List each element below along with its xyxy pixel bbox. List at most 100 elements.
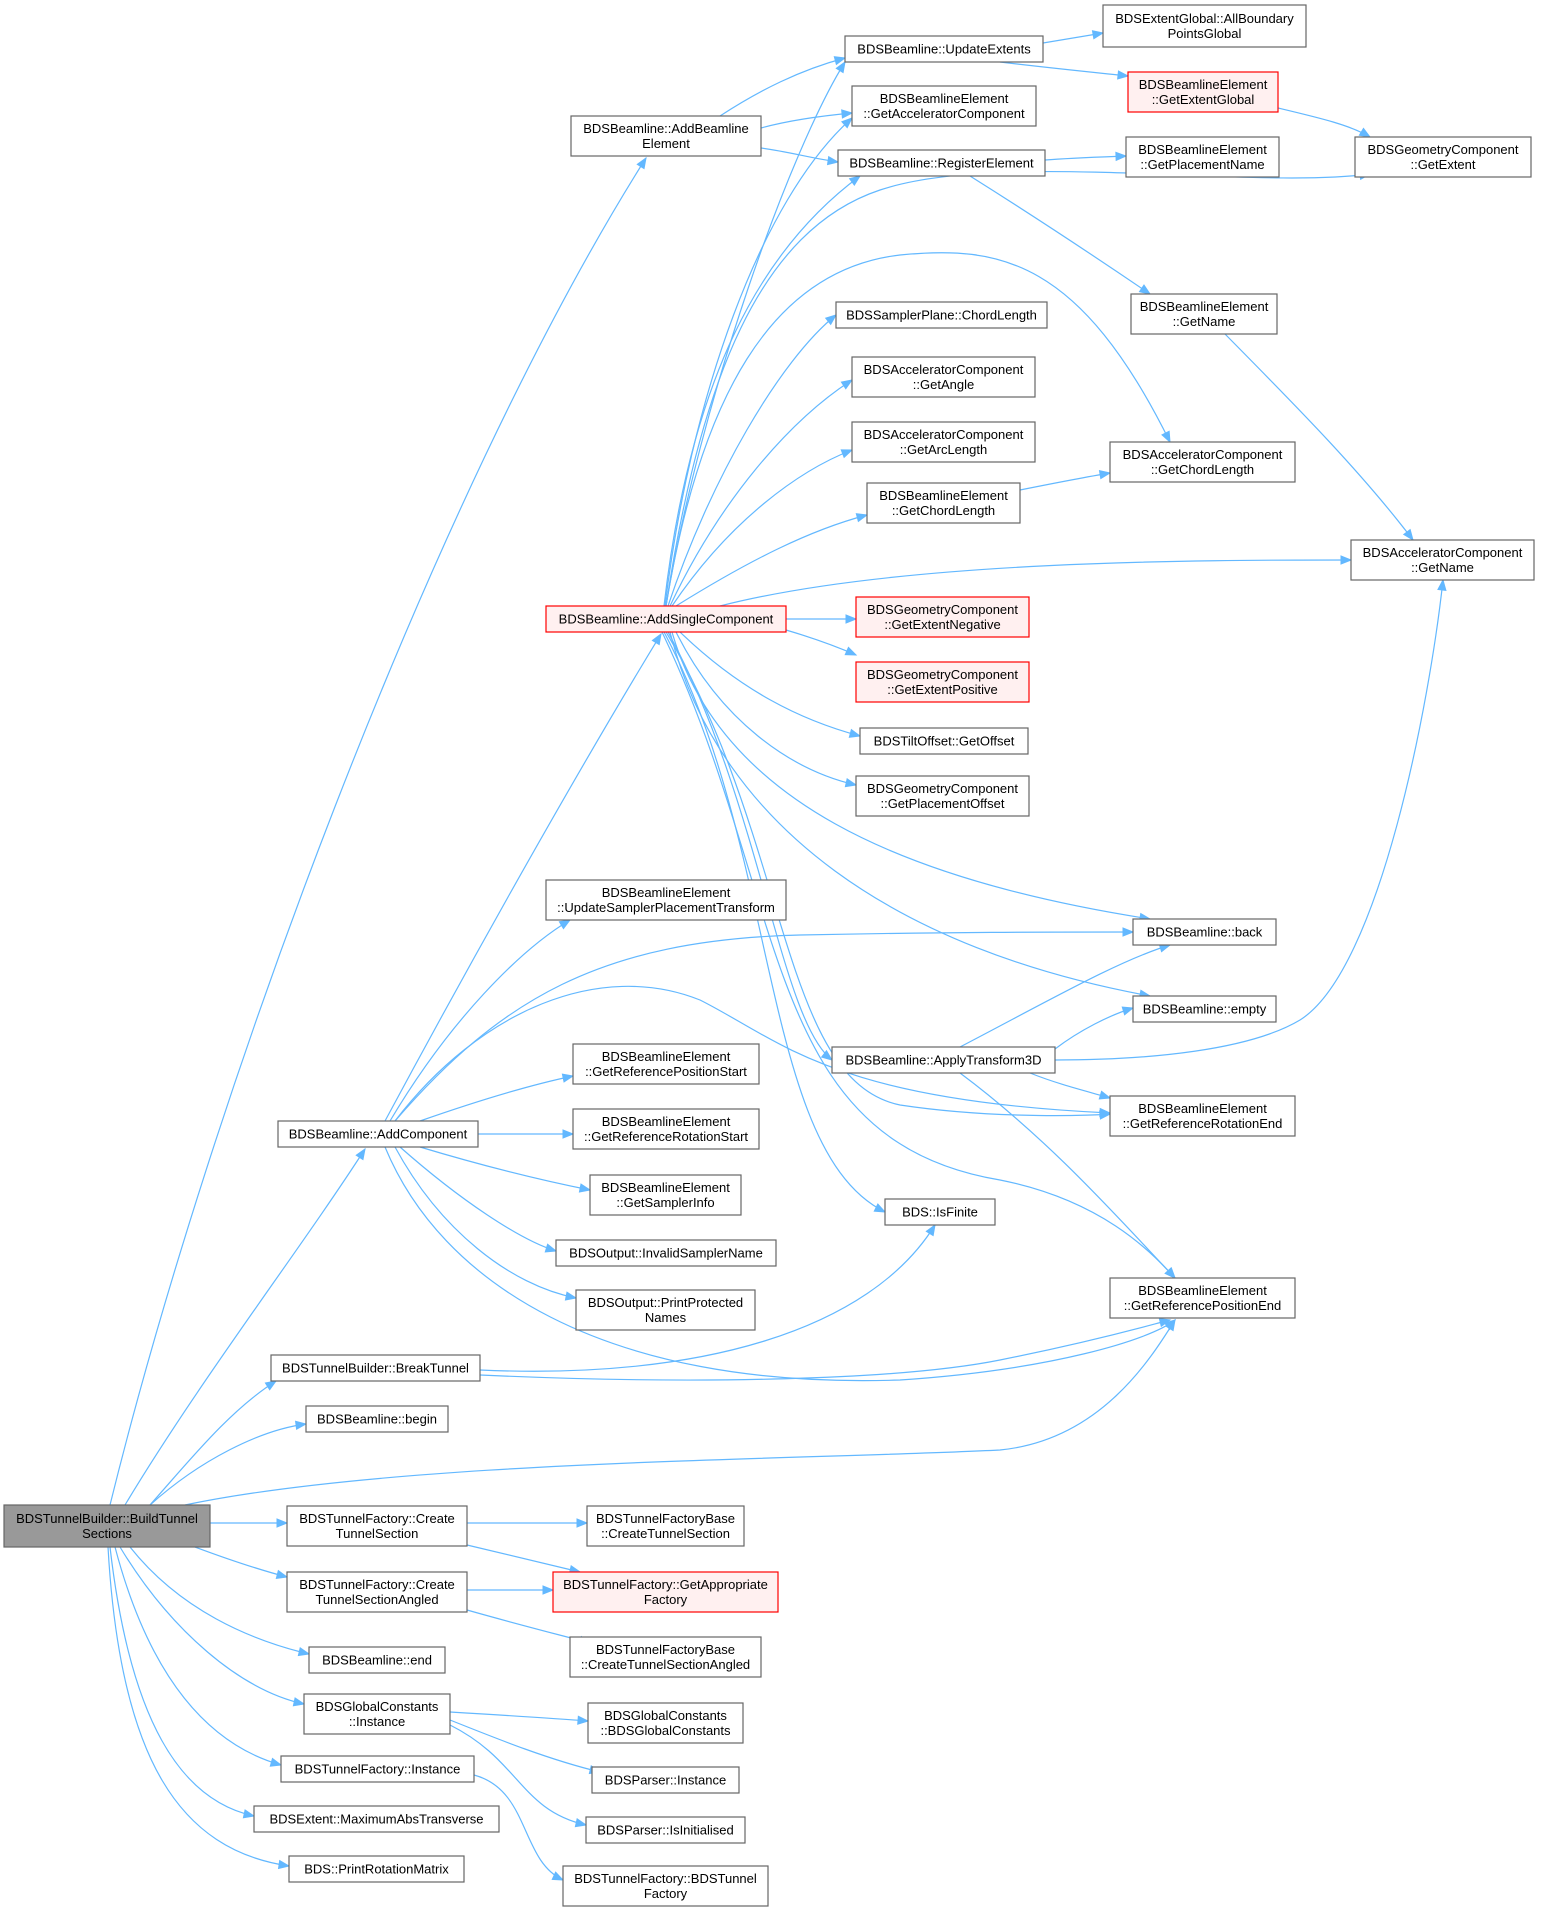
node-geomgetextent[interactable]: BDSGeometryComponent::GetExtent <box>1354 136 1532 178</box>
node-extneg[interactable]: BDSGeometryComponent::GetExtentNegative <box>855 596 1030 638</box>
node-updateextents[interactable]: BDSBeamline::UpdateExtents <box>844 35 1044 63</box>
node-updatesampler[interactable]: BDSBeamlineElement::UpdateSamplerPlaceme… <box>545 879 787 921</box>
node-getarclength[interactable]: BDSAcceleratorComponent::GetArcLength <box>851 421 1036 463</box>
node-label-line: BDSBeamline::RegisterElement <box>849 156 1034 171</box>
arrowhead <box>1164 1267 1176 1279</box>
node-label-line: BDSGeometryComponent <box>1367 142 1518 157</box>
node-label-line: ::CreateTunnelSection <box>601 1526 730 1541</box>
node-refposend[interactable]: BDSBeamlineElement::GetReferencePosition… <box>1109 1277 1296 1319</box>
edge-tfcreateangled-to-getappropriate <box>467 1585 555 1595</box>
node-empty[interactable]: BDSBeamline::empty <box>1132 995 1277 1023</box>
arrowhead <box>636 156 647 170</box>
node-getacccomp[interactable]: BDSBeamlineElement::GetAcceleratorCompon… <box>851 85 1037 127</box>
node-label-line: BDSTunnelBuilder::BreakTunnel <box>282 1361 469 1376</box>
edge-build-to-maxabs <box>109 1546 256 1819</box>
arrowhead <box>264 1380 278 1391</box>
node-back[interactable]: BDSBeamline::back <box>1132 918 1277 946</box>
node-box <box>555 1239 777 1267</box>
node-box <box>1350 539 1535 581</box>
node-label-line: Sections <box>82 1526 132 1541</box>
node-begin[interactable]: BDSBeamline::begin <box>305 1405 449 1433</box>
node-refrotend[interactable]: BDSBeamlineElement::GetReferenceRotation… <box>1109 1095 1296 1137</box>
node-isinitialised[interactable]: BDSParser::IsInitialised <box>585 1816 746 1844</box>
node-tfbcreateangled[interactable]: BDSTunnelFactoryBase::CreateTunnelSectio… <box>569 1636 762 1678</box>
node-label-line: ::UpdateSamplerPlacementTransform <box>557 900 775 915</box>
node-tfinstance[interactable]: BDSTunnelFactory::Instance <box>280 1755 475 1783</box>
node-refrotstart[interactable]: BDSBeamlineElement::GetReferenceRotation… <box>572 1108 760 1150</box>
edge-addcomponent-to-printprotected <box>394 1146 578 1301</box>
node-label-line: ::Instance <box>349 1714 405 1729</box>
node-belgetname[interactable]: BDSBeamlineElement::GetName <box>1130 293 1278 335</box>
node-gcinstance[interactable]: BDSGlobalConstants::Instance <box>303 1693 451 1735</box>
node-addsingle[interactable]: BDSBeamline::AddSingleComponent <box>545 605 787 633</box>
node-getangle[interactable]: BDSAcceleratorComponent::GetAngle <box>851 356 1036 398</box>
node-box <box>851 421 1036 463</box>
node-accgetname[interactable]: BDSAcceleratorComponent::GetName <box>1350 539 1535 581</box>
node-label-line: BDSBeamline::back <box>1147 925 1263 940</box>
node-box <box>1102 4 1307 48</box>
arrowhead <box>1158 1317 1172 1328</box>
node-label-line: ::CreateTunnelSectionAngled <box>581 1657 750 1672</box>
node-refposstart[interactable]: BDSBeamlineElement::GetReferencePosition… <box>572 1043 760 1085</box>
node-label-line: BDSGeometryComponent <box>867 667 1018 682</box>
node-accgetchord[interactable]: BDSAcceleratorComponent::GetChordLength <box>1109 441 1296 483</box>
node-box <box>1354 136 1532 178</box>
node-maxabs[interactable]: BDSExtent::MaximumAbsTransverse <box>253 1805 500 1833</box>
arrowhead <box>562 1129 575 1139</box>
node-getoffset[interactable]: BDSTiltOffset::GetOffset <box>859 727 1029 755</box>
edge-tfcreate-to-getappropriate <box>466 1544 582 1575</box>
node-samplerinfo[interactable]: BDSBeamlineElement::GetSamplerInfo <box>589 1174 742 1216</box>
arrowhead <box>840 379 854 390</box>
arrowhead <box>845 614 858 624</box>
edge-build-to-breaktunnel <box>149 1380 278 1506</box>
edge-addcomponent-to-refposend <box>384 1146 1177 1382</box>
node-box <box>570 115 762 157</box>
node-addcomponent[interactable]: BDSBeamline::AddComponent <box>277 1120 479 1148</box>
node-applytransform[interactable]: BDSBeamline::ApplyTransform3D <box>831 1046 1056 1074</box>
node-label-line: BDSOutput::PrintProtected <box>588 1295 743 1310</box>
node-tfcreateangled[interactable]: BDSTunnelFactory::CreateTunnelSectionAng… <box>286 1571 468 1613</box>
node-tfctor[interactable]: BDSTunnelFactory::BDSTunnelFactory <box>562 1865 769 1907</box>
node-end[interactable]: BDSBeamline::end <box>308 1646 446 1674</box>
arrowhead <box>1138 284 1152 295</box>
edge-applytransform-to-accgetname <box>1054 578 1447 1061</box>
node-label-line: BDSAcceleratorComponent <box>864 427 1024 442</box>
node-extpos[interactable]: BDSGeometryComponent::GetExtentPositive <box>855 661 1030 703</box>
node-label-line: BDSParser::Instance <box>605 1773 726 1788</box>
node-parserinstance[interactable]: BDSParser::Instance <box>591 1766 740 1794</box>
node-invalidsampler[interactable]: BDSOutput::InvalidSamplerName <box>555 1239 777 1267</box>
node-belgetchord[interactable]: BDSBeamlineElement::GetChordLength <box>866 482 1021 524</box>
edge-addcomponent-to-invalidsampler <box>399 1146 558 1253</box>
node-tfcreate[interactable]: BDSTunnelFactory::CreateTunnelSection <box>286 1505 468 1547</box>
arrowhead <box>542 1585 555 1595</box>
node-label-line: ::GetExtentPositive <box>887 682 998 697</box>
node-label-line: BDSBeamlineElement <box>1140 299 1269 314</box>
node-breaktunnel[interactable]: BDSTunnelBuilder::BreakTunnel <box>270 1354 481 1382</box>
node-box <box>552 1571 779 1613</box>
node-tfbcreate[interactable]: BDSTunnelFactoryBase::CreateTunnelSectio… <box>586 1505 745 1547</box>
edge-build-to-printrot <box>107 1546 291 1870</box>
node-box <box>855 596 1030 638</box>
node-gcctor[interactable]: BDSGlobalConstants::BDSGlobalConstants <box>587 1702 744 1744</box>
edge-belgetname-to-accgetname <box>1224 333 1414 542</box>
node-label-line: BDSOutput::InvalidSamplerName <box>569 1246 763 1261</box>
node-placementoffset[interactable]: BDSGeometryComponent::GetPlacementOffset <box>855 775 1030 817</box>
arrowhead <box>242 1809 256 1819</box>
node-getextentglobal[interactable]: BDSBeamlineElement::GetExtentGlobal <box>1127 71 1279 113</box>
edge-registerelement-to-belgetname <box>969 175 1152 295</box>
node-isfinite[interactable]: BDS::IsFinite <box>884 1198 996 1226</box>
node-label-line: Factory <box>644 1886 688 1901</box>
node-chordlength[interactable]: BDSSamplerPlane::ChordLength <box>835 301 1048 329</box>
node-printrot[interactable]: BDS::PrintRotationMatrix <box>288 1855 465 1883</box>
node-label-line: TunnelSection <box>336 1526 419 1541</box>
node-label-line: ::GetExtentGlobal <box>1152 92 1255 107</box>
node-label-line: BDSAcceleratorComponent <box>1363 545 1523 560</box>
node-getplacementname[interactable]: BDSBeamlineElement::GetPlacementName <box>1125 136 1280 178</box>
node-label-line: BDSParser::IsInitialised <box>597 1823 734 1838</box>
node-registerelement[interactable]: BDSBeamline::RegisterElement <box>837 149 1046 177</box>
